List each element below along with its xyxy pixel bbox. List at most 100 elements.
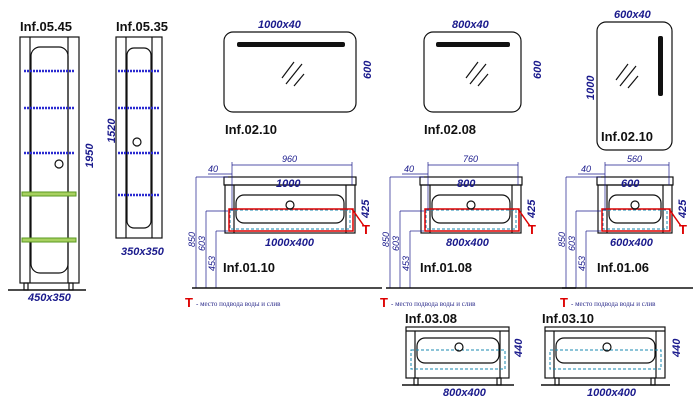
inner-width-dimension: 960 <box>282 154 297 164</box>
height-dimension: 440 <box>671 338 683 358</box>
legend-text: - место подвода воды и слив <box>391 300 476 308</box>
height-dimension-h3: 453 <box>207 256 217 271</box>
offset-dimension: 40 <box>208 164 218 174</box>
plumbing-marker: T <box>362 222 370 237</box>
knob-icon <box>132 137 142 147</box>
cabinet-body <box>19 36 80 284</box>
model-label: Inf.02.10 <box>601 129 653 144</box>
door-panel <box>30 46 69 274</box>
height-dimension: 1520 <box>106 118 118 143</box>
plumbing-marker: T <box>528 222 536 237</box>
model-label: Inf.05.45 <box>20 19 72 34</box>
glass-reflection-icon <box>281 61 305 87</box>
size-label: 600x400 <box>610 237 654 249</box>
cabinet-body <box>224 184 356 234</box>
light-bar <box>658 36 663 96</box>
size-label: 800x400 <box>443 387 487 399</box>
legend-marker: T <box>380 295 388 310</box>
tall-cabinet-inf-05-45: Inf.05.45 1950 450x350 <box>8 19 96 304</box>
legend-text: - место подвода воды и слив <box>196 300 281 308</box>
knob-icon <box>54 159 64 169</box>
top-width-dimension: 800 <box>457 178 476 190</box>
height-dimension-h3: 453 <box>401 256 411 271</box>
size-label: 1000x400 <box>587 387 637 399</box>
height-dimension: 600 <box>362 60 374 79</box>
glass-reflection-icon <box>465 61 489 87</box>
depth-dimension: 425 <box>526 199 538 219</box>
size-label: 1000x400 <box>265 237 315 249</box>
legend-marker: T <box>560 295 568 310</box>
model-label: Inf.01.08 <box>420 260 472 275</box>
mirror-frame <box>423 31 522 113</box>
inner-width-dimension: 760 <box>463 154 478 164</box>
drain-icon <box>466 200 476 210</box>
wood-shelf <box>21 191 77 197</box>
drawer-outline <box>425 209 517 230</box>
light-size: 800x40 <box>452 19 490 31</box>
drain-icon <box>454 342 464 352</box>
top-width-dimension: 600 <box>621 178 640 190</box>
unit-body <box>405 326 510 379</box>
cabinet-body <box>115 36 163 239</box>
height-dimension-h1: 850 <box>381 232 391 247</box>
height-dimension: 1000 <box>585 75 597 100</box>
height-dimension-h2: 603 <box>197 236 207 251</box>
cabinet-body <box>420 184 522 234</box>
offset-dimension: 40 <box>404 164 414 174</box>
light-size: 1000x40 <box>258 19 302 31</box>
mirror-inf-02-08: 800x40 600 Inf.02.08 <box>423 19 544 137</box>
plumbing-zone <box>424 208 520 232</box>
glass-reflection-icon <box>615 63 639 89</box>
drawer-outline <box>410 349 506 370</box>
mirror-frame <box>596 21 673 151</box>
height-dimension-h3: 453 <box>577 256 587 271</box>
height-dimension-h1: 850 <box>187 232 197 247</box>
light-bar <box>237 42 345 47</box>
legend-marker: T <box>185 295 193 310</box>
model-label: Inf.01.10 <box>223 260 275 275</box>
wood-shelf <box>21 237 77 243</box>
mirror-inf-02-10: 1000x40 600 Inf.02.10 <box>223 19 374 137</box>
tall-cabinet-inf-05-35: Inf.05.35 1520 350x350 <box>106 19 168 258</box>
model-label: Inf.02.08 <box>424 122 476 137</box>
depth-dimension: 425 <box>677 199 689 219</box>
legend-text: - место подвода воды и слив <box>571 300 656 308</box>
base-unit-inf-03-10: Inf.03.10 440 1000x400 <box>541 311 683 399</box>
light-bar <box>436 42 510 47</box>
drain-icon <box>285 200 295 210</box>
drawer-outline <box>549 349 662 370</box>
drawer-outline <box>602 209 668 230</box>
unit-body <box>544 326 666 379</box>
model-label: Inf.05.35 <box>116 19 168 34</box>
model-label: Inf.01.06 <box>597 260 649 275</box>
height-dimension: 1950 <box>84 143 96 168</box>
height-dimension-h2: 603 <box>391 236 401 251</box>
depth-dimension: 425 <box>360 199 372 219</box>
inner-width-dimension: 560 <box>627 154 642 164</box>
base-unit-inf-03-08: Inf.03.08 440 800x400 <box>402 311 525 399</box>
offset-dimension: 40 <box>581 164 591 174</box>
height-dimension: 600 <box>532 60 544 79</box>
height-dimension: 440 <box>513 338 525 358</box>
height-dimension-h2: 603 <box>567 236 577 251</box>
mirror-frame <box>223 31 357 113</box>
light-size: 600x40 <box>614 9 652 21</box>
size-label: 800x400 <box>446 237 490 249</box>
top-width-dimension: 1000 <box>276 178 301 190</box>
cabinet-body <box>597 184 673 234</box>
mirror-inf-02-10-vertical: 600x40 1000 Inf.02.10 <box>585 9 673 151</box>
model-label: Inf.03.08 <box>405 311 457 326</box>
model-label: Inf.03.10 <box>542 311 594 326</box>
drain-icon <box>630 200 640 210</box>
height-dimension-h1: 850 <box>557 232 567 247</box>
plumbing-marker: T <box>679 222 687 237</box>
drain-icon <box>602 342 612 352</box>
plumbing-zone <box>228 208 354 232</box>
size-label: 350x350 <box>121 246 165 258</box>
size-label: 450x350 <box>27 292 72 304</box>
drawer-outline <box>229 209 351 230</box>
